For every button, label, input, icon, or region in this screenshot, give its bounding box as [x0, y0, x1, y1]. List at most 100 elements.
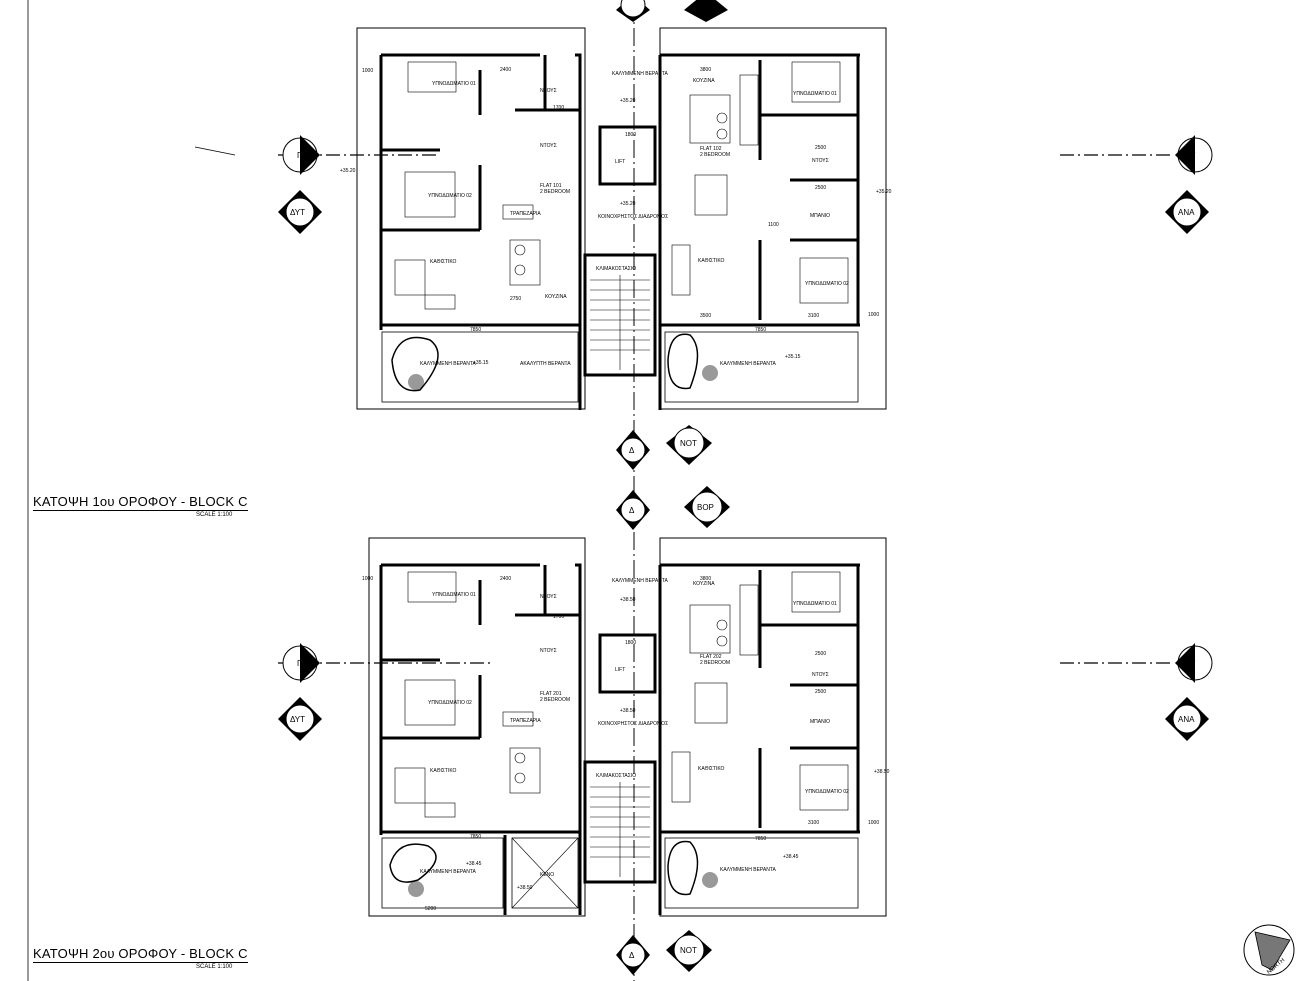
lounger-left-2 [389, 843, 437, 883]
walls-flat-left [379, 563, 582, 915]
room-label: ΚΑΛΥΜΜΕΝΗ ΒΕΡΑΝΤΑ [612, 71, 669, 77]
slab-outline-right [659, 27, 887, 410]
room-label: ΚΑΘΙΣΤΙΚΟ [698, 766, 725, 772]
level-mark: +35.20 [876, 189, 892, 195]
level-mark: +38.50 [874, 769, 890, 775]
dimension: 1100 [768, 222, 779, 228]
room-label: ΚΟΥΖΙΝΑ [545, 294, 567, 300]
veranda-right-1 [664, 331, 859, 403]
dimension: 7850 [755, 327, 766, 333]
svg-text:ΝΟΤ: ΝΟΤ [680, 439, 697, 448]
room-label: ΚΑΘΙΣΤΙΚΟ [698, 258, 725, 264]
dimension: 7850 [470, 327, 481, 333]
lounger-left-1 [391, 336, 439, 392]
plan-title-1: ΚΑΤΟΨΗ 1ου ΟΡΟΦΟΥ - BLOCK C [33, 494, 248, 511]
flat-label: FLAT 102 [700, 146, 722, 152]
level-mark: +38.45 [466, 861, 482, 867]
flat-label: FLAT 202 [700, 654, 722, 660]
flat-label: FLAT 201 [540, 691, 562, 697]
flat-type: 2 BEDROOM [700, 152, 730, 158]
lift-label: LIFT [615, 667, 625, 673]
dimension: 2500 [815, 689, 826, 695]
room-label: ΥΠΝΟΔΩΜΑΤΙΟ 02 [805, 281, 849, 287]
core-plan-2 [583, 633, 657, 884]
dimension: 3100 [808, 820, 819, 826]
svg-text:ΑΝΑ: ΑΝΑ [1178, 715, 1195, 724]
north-arrow-icon: NORTH [1243, 924, 1295, 976]
walls-flat-right [658, 53, 860, 410]
dimension: 1800 [625, 132, 636, 138]
planter-right-2 [702, 872, 718, 888]
dimension: 2500 [815, 185, 826, 191]
svg-text:Γ: Γ [297, 151, 302, 160]
room-label: ΚΑΘΙΣΤΙΚΟ [430, 259, 457, 265]
room-label: ΥΠΝΟΔΩΜΑΤΙΟ 01 [793, 91, 837, 97]
svg-text:Γ: Γ [1191, 659, 1196, 668]
level-mark: +35.20 [620, 98, 636, 104]
room-label: ΚΛΙΜΑΚΟΣΤΑΣΙΟ [596, 773, 636, 779]
svg-text:ΔΥΤ: ΔΥΤ [290, 715, 305, 724]
floor-plan-2: ΥΠΝΟΔΩΜΑΤΙΟ 01 ΥΠΝΟΔΩΜΑΤΙΟ 02 ΝΤΟΥΣ ΝΤΟΥ… [362, 537, 890, 917]
elevation-marker-south-2: ΝΟΤ [666, 930, 712, 972]
section-marker-gamma-right-1: Γ [1060, 135, 1213, 175]
lift-label: LIFT [615, 159, 625, 165]
room-label: ΚΟΥΖΙΝΑ [693, 581, 715, 587]
dimension: 3800 [700, 67, 711, 73]
flat-type: 2 BEDROOM [540, 189, 570, 195]
section-marker-gamma-left-1: Γ [194, 135, 440, 175]
planter-left-1 [408, 374, 424, 390]
furniture-1 [394, 61, 849, 310]
stair-treads-1 [590, 275, 650, 370]
level-mark: +35.15 [473, 360, 489, 366]
stair-treads-2 [590, 782, 650, 877]
furniture-2 [394, 571, 849, 818]
room-label: ΝΤΟΥΣ [812, 158, 829, 164]
elevation-marker-west-2: ΔΥΤ [278, 697, 322, 741]
plan-scale-2: SCALE 1:100 [196, 964, 233, 970]
svg-text:Δ: Δ [629, 506, 635, 515]
elevation-marker-east-2: ΑΝΑ [1165, 697, 1209, 741]
section-marker-delta-3: Δ [616, 935, 650, 975]
room-label: ΚΑΛΥΜΜΕΝΗ ΒΕΡΑΝΤΑ [720, 361, 777, 367]
room-label: ΚΑΛΥΜΜΕΝΗ ΒΕΡΑΝΤΑ [420, 361, 477, 367]
plan-title-2: ΚΑΤΟΨΗ 2ου ΟΡΟΦΟΥ - BLOCK C [33, 946, 248, 963]
room-label: ΝΤΟΥΣ [812, 672, 829, 678]
svg-text:ΝΟΤ: ΝΟΤ [680, 946, 697, 955]
dimension: 1000 [868, 312, 879, 318]
section-marker-delta-1: Δ [616, 430, 650, 470]
room-label: ΚΑΛΥΜΜΕΝΗ ΒΕΡΑΝΤΑ [720, 867, 777, 873]
dimension: 7850 [755, 836, 766, 842]
room-label: ΜΠΑΝΙΟ [810, 213, 830, 219]
elevation-marker-west-1: ΔΥΤ [278, 190, 322, 234]
void-cross [511, 837, 579, 909]
svg-text:Γ: Γ [297, 659, 302, 668]
room-label: ΚΟΥΖΙΝΑ [693, 78, 715, 84]
veranda-right-2 [664, 837, 859, 909]
room-label: ΚΟΙΝΟΧΡΗΣΤΟΣ ΔΙΑΔΡΟΜΟΣ [598, 721, 668, 727]
dimension: 1000 [362, 576, 373, 582]
level-mark: +38.45 [783, 854, 799, 860]
planter-right-1 [702, 365, 718, 381]
svg-text:ΒΟΡ: ΒΟΡ [698, 0, 715, 8]
room-label: ΚΑΘΙΣΤΙΚΟ [430, 768, 457, 774]
room-label: ΚΑΛΥΜΜΕΝΗ ΒΕΡΑΝΤΑ [612, 578, 669, 584]
room-label: ΥΠΝΟΔΩΜΑΤΙΟ 02 [428, 193, 472, 199]
room-label: ΝΤΟΥΣ [540, 88, 557, 94]
room-label: ΤΡΑΠΕΖΑΡΙΑ [510, 718, 541, 724]
svg-text:ΔΥΤ: ΔΥΤ [290, 208, 305, 217]
level-mark: +38.50 [620, 597, 636, 603]
dimension: 5200 [425, 906, 436, 912]
level-mark: +38.50 [517, 885, 533, 891]
dimension: 2750 [510, 296, 521, 302]
level-mark: +38.50 [620, 708, 636, 714]
void-2 [511, 837, 579, 909]
room-label: ΥΠΝΟΔΩΜΑΤΙΟ 01 [432, 81, 476, 87]
dimension: 2500 [815, 145, 826, 151]
slab-outline-left [368, 537, 586, 917]
room-label: ΥΠΝΟΔΩΜΑΤΙΟ 02 [805, 789, 849, 795]
planter-left-2 [408, 881, 424, 897]
room-label: ΥΠΝΟΔΩΜΑΤΙΟ 01 [432, 592, 476, 598]
dimension: 7850 [470, 834, 481, 840]
walls-flat-right [658, 563, 860, 915]
